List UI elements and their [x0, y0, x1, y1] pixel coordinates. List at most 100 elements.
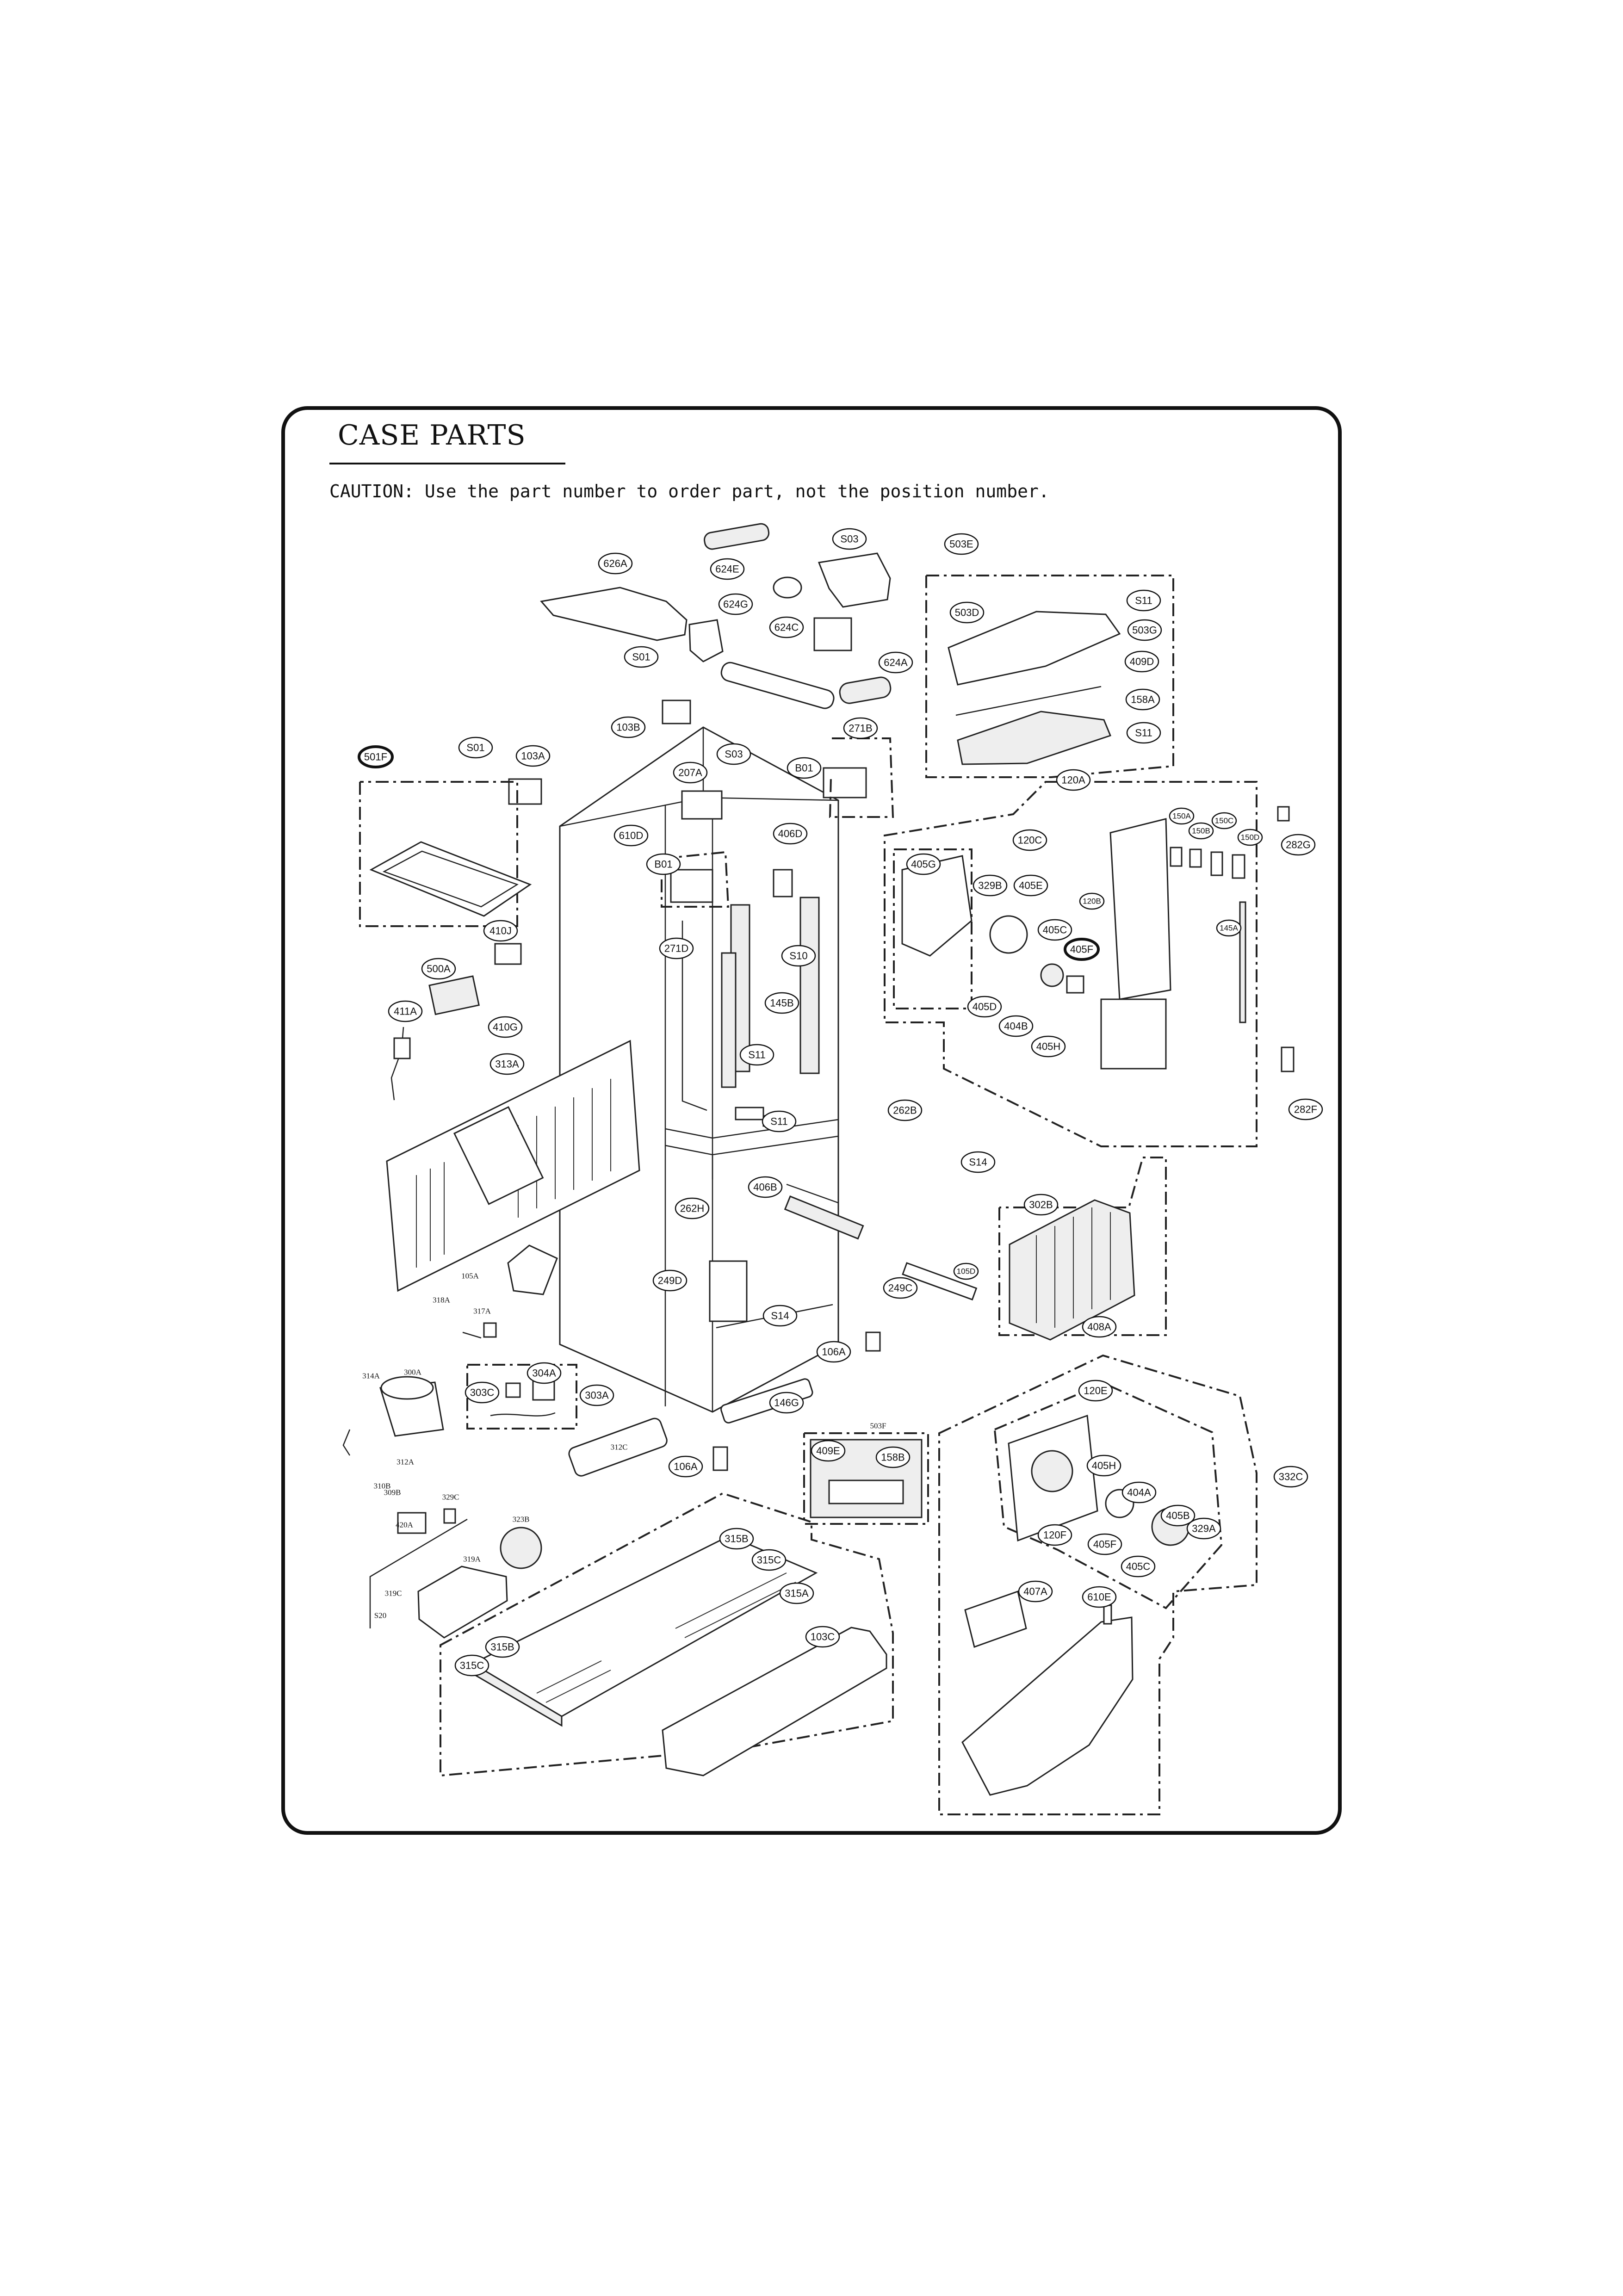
callout-300a: 300A	[404, 1368, 422, 1377]
callout-bubble	[718, 593, 753, 615]
callout-405f: 405F	[1087, 1533, 1122, 1555]
callout-bubble	[652, 1269, 688, 1292]
callout-label: 410J	[489, 925, 512, 937]
callout-label: 300A	[404, 1368, 422, 1377]
callout-405d: 405D	[967, 996, 1002, 1018]
callout-label: 302B	[1029, 1199, 1053, 1211]
callout-label: S11	[748, 1049, 766, 1061]
callout-bubble	[579, 1384, 614, 1406]
callout-label: S20	[374, 1611, 386, 1620]
callout-label: 103C	[811, 1631, 835, 1643]
callout-label: 312C	[611, 1443, 628, 1452]
ice-maker-and-fan-assembly	[884, 575, 1295, 1147]
callout-label: 314A	[362, 1372, 380, 1380]
callout-150c: 150C	[1211, 812, 1237, 829]
callout-label: 315A	[785, 1588, 809, 1599]
callout-bubble	[1126, 589, 1161, 612]
callout-bubble	[488, 1016, 523, 1038]
callout-label: 405G	[911, 859, 936, 870]
callout-bubble	[1124, 650, 1159, 673]
callout-bubble	[1216, 919, 1242, 937]
callout-bubble	[1211, 812, 1237, 829]
callout-label: S11	[1135, 595, 1152, 606]
hinge-kit-box-left	[661, 851, 730, 908]
callout-label: 303A	[585, 1390, 609, 1401]
callout-503e: 503E	[944, 533, 979, 555]
page-title: CASE PARTS	[338, 419, 526, 452]
callout-bubble	[673, 761, 708, 784]
callout-bubble	[1125, 688, 1160, 711]
callout-bubble	[1037, 919, 1072, 941]
callout-bubble	[769, 616, 804, 638]
callout-106a: 106A	[668, 1455, 703, 1478]
callout-410g: 410G	[488, 1016, 523, 1038]
callout-120c: 120C	[1012, 829, 1047, 851]
callout-bubble	[1079, 892, 1105, 910]
callout-332c: 332C	[1273, 1466, 1308, 1488]
callout-312a: 312A	[396, 1458, 415, 1467]
callout-329c: 329C	[442, 1493, 459, 1502]
callout-bubble	[515, 745, 551, 767]
callout-label: 404B	[1004, 1021, 1028, 1032]
callout-label: 408A	[1087, 1321, 1111, 1333]
callout-319a: 319A	[463, 1555, 481, 1564]
callout-label: S14	[969, 1157, 987, 1168]
callout-405c: 405C	[1037, 919, 1072, 941]
callout-s11: S11	[1126, 722, 1161, 744]
callout-label: 106A	[822, 1346, 846, 1358]
callout-405g: 405G	[906, 853, 941, 875]
callout-bubble	[716, 743, 751, 765]
callout-120e: 120E	[1078, 1380, 1113, 1402]
callout-bubble	[1023, 1194, 1059, 1216]
callout-label: 624G	[723, 599, 748, 610]
callout-label: 303C	[470, 1387, 495, 1399]
callout-105a: 105A	[461, 1272, 479, 1281]
callout-bubble	[458, 736, 493, 759]
callout-103c: 103C	[805, 1626, 840, 1648]
callout-bubble	[998, 1015, 1034, 1037]
callout-s01: S01	[624, 646, 659, 668]
callout-407a: 407A	[1018, 1580, 1053, 1603]
callout-bubble	[1121, 1555, 1156, 1578]
callout-label: 262B	[893, 1105, 917, 1116]
callout-bubble	[668, 1455, 703, 1478]
callout-bubble	[773, 823, 808, 845]
callout-409e: 409E	[811, 1440, 846, 1462]
callout-262h: 262H	[675, 1197, 710, 1219]
callout-bubble	[710, 558, 745, 580]
callout-s03: S03	[716, 743, 751, 765]
callout-bubble	[779, 1582, 814, 1604]
callout-303c: 303C	[465, 1381, 500, 1404]
callout-label: 319A	[463, 1555, 481, 1564]
callout-bubble	[1056, 769, 1091, 791]
callout-label: 503F	[870, 1422, 886, 1430]
callout-bubble	[485, 1636, 520, 1658]
callout-bubble	[1064, 938, 1100, 961]
callout-624c: 624C	[769, 616, 804, 638]
callout-120f: 120F	[1037, 1524, 1072, 1546]
callout-105d: 105D	[953, 1262, 979, 1280]
callout-146g: 146G	[769, 1392, 804, 1414]
callout-bubble	[483, 920, 518, 942]
callout-s14: S14	[960, 1151, 996, 1173]
callout-label: 249C	[888, 1282, 913, 1294]
callout-label: 501F	[364, 751, 387, 763]
callout-420a: 420A	[396, 1521, 414, 1529]
callout-bubble	[659, 937, 694, 959]
freezer-fan-assembly	[938, 1354, 1258, 1815]
callout-label: 271D	[664, 943, 689, 954]
callout-bubble	[1127, 619, 1162, 641]
callout-label: 405F	[1093, 1539, 1116, 1550]
callout-bubble	[1121, 1481, 1157, 1504]
callout-bubble	[1186, 1517, 1221, 1540]
callout-label: 106A	[674, 1461, 698, 1473]
callout-label: S10	[789, 950, 807, 962]
callout-bubble	[960, 1151, 996, 1173]
callout-409d: 409D	[1124, 650, 1159, 673]
callout-bubble	[489, 1053, 525, 1075]
callout-label: 409D	[1130, 656, 1154, 668]
callout-323b: 323B	[513, 1515, 530, 1524]
callout-624g: 624G	[718, 593, 753, 615]
